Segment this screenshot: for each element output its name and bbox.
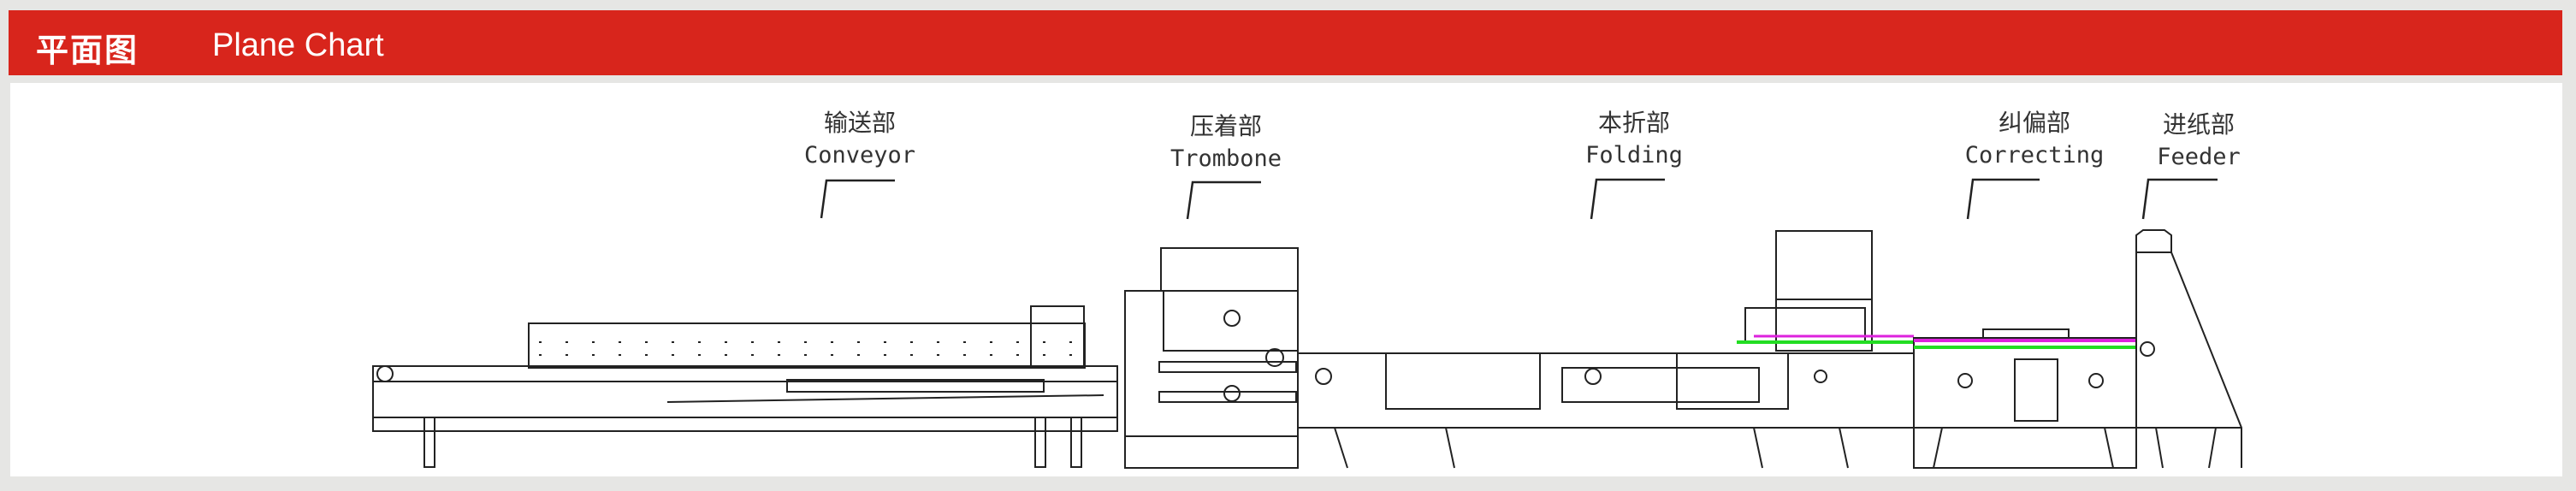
label-en: Feeder	[2157, 144, 2241, 170]
trombone-section	[1124, 247, 1299, 469]
label-feeder: 进纸部 Feeder	[2157, 106, 2241, 170]
label-en: Conveyor	[803, 142, 916, 169]
header-title-en: Plane Chart	[212, 27, 384, 63]
label-en: Trombone	[1170, 145, 1282, 172]
label-en: Correcting	[1964, 142, 2105, 169]
header-title-cn: 平面图	[36, 32, 139, 69]
label-cn: 本折部	[1597, 109, 1671, 137]
feeder-section	[2135, 229, 2242, 469]
label-correcting: 纠偏部 Correcting	[1965, 104, 2105, 169]
conveyor-section	[372, 305, 1118, 468]
folding-section	[1297, 230, 1914, 469]
label-folding: 本折部 Folding	[1585, 104, 1683, 169]
label-conveyor: 输送部 Conveyor	[804, 104, 915, 169]
leader-lines	[820, 178, 2218, 220]
label-cn: 压着部	[1189, 112, 1263, 140]
correcting-section	[1913, 328, 2137, 469]
label-cn: 进纸部	[2162, 110, 2235, 139]
label-en: Folding	[1585, 142, 1683, 169]
label-trombone: 压着部 Trombone	[1170, 108, 1282, 172]
label-cn: 输送部	[823, 109, 897, 137]
label-cn: 纠偏部	[1998, 109, 2070, 137]
header-bar: 平面图 Plane Chart	[9, 10, 2562, 75]
